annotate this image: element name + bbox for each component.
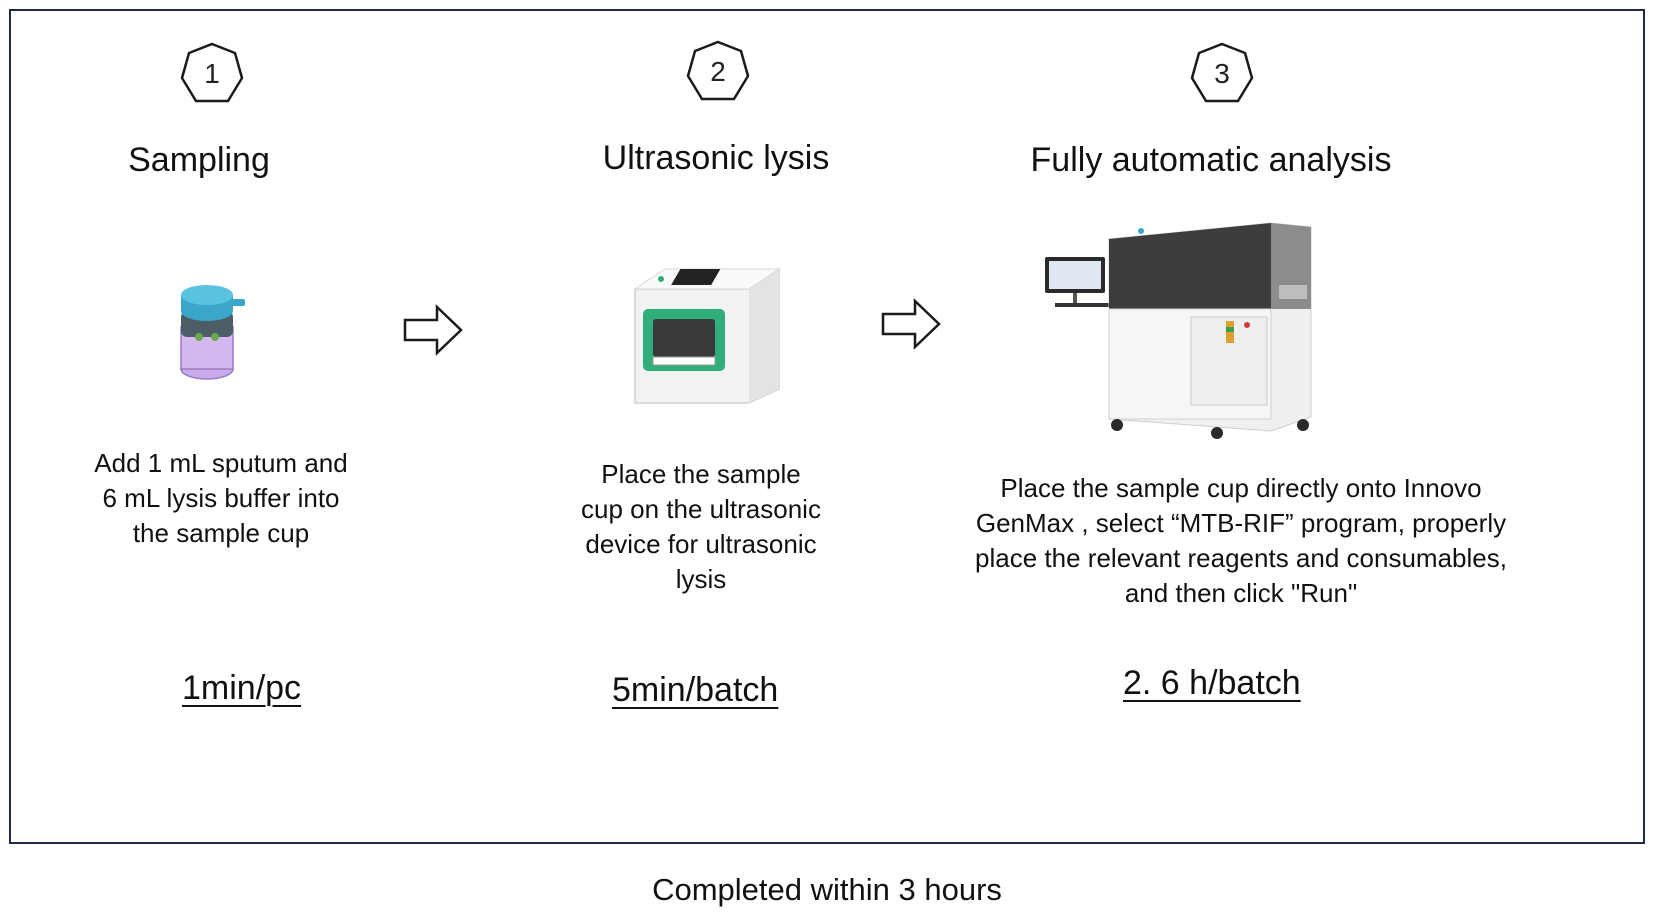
step-2-description-line: lysis (675, 564, 727, 594)
step-1-rate: 1min/pc (182, 669, 302, 707)
ultrasonic-device-icon (633, 267, 781, 404)
step-2-rate: 5min/batch (612, 671, 779, 709)
step-3-description-line: place the relevant reagents and consumab… (975, 543, 1507, 573)
step-1-description-line: the sample cup (132, 518, 310, 548)
step-1-number: 1 (204, 58, 220, 89)
step-1-description-line: 6 mL lysis buffer into (102, 483, 340, 513)
step-2-number: 2 (710, 56, 726, 87)
step-1-title: Sampling (128, 141, 270, 179)
completion-time-caption: Completed within 3 hours (652, 872, 1002, 907)
step-3-number: 3 (1214, 58, 1230, 89)
step-3-description-line: and then click "Run" (1124, 578, 1358, 608)
step-2-description-line: device for ultrasonic (585, 529, 817, 559)
step-1-number-badge: 1 (179, 41, 245, 107)
step-2-description-line: Place the sample (601, 459, 801, 489)
step-2-description: Place the sample cup on the ultrasonic d… (551, 457, 851, 597)
right-arrow-icon (881, 298, 941, 350)
sample-cup-icon (180, 285, 245, 380)
step-3-rate: 2. 6 h/batch (1123, 664, 1301, 702)
step-3-description-line: GenMax , select “MTB-RIF” program, prope… (975, 508, 1507, 538)
step-2-description-line: cup on the ultrasonic (581, 494, 821, 524)
step-3-number-badge: 3 (1189, 41, 1255, 107)
step-1-description: Add 1 mL sputum and 6 mL lysis buffer in… (51, 446, 391, 551)
step-1-description-line: Add 1 mL sputum and (94, 448, 348, 478)
automatic-analyzer-icon (1045, 222, 1312, 439)
right-arrow-icon (403, 304, 463, 356)
step-3-description-line: Place the sample cup directly onto Innov… (1000, 473, 1482, 503)
step-2-title: Ultrasonic lysis (602, 139, 830, 177)
step-3-description: Place the sample cup directly onto Innov… (931, 471, 1551, 611)
step-2-number-badge: 2 (685, 39, 751, 105)
step-3-title: Fully automatic analysis (1030, 141, 1392, 179)
process-frame: 1 Sampling Add 1 mL sputum and 6 mL lysi… (9, 9, 1645, 844)
